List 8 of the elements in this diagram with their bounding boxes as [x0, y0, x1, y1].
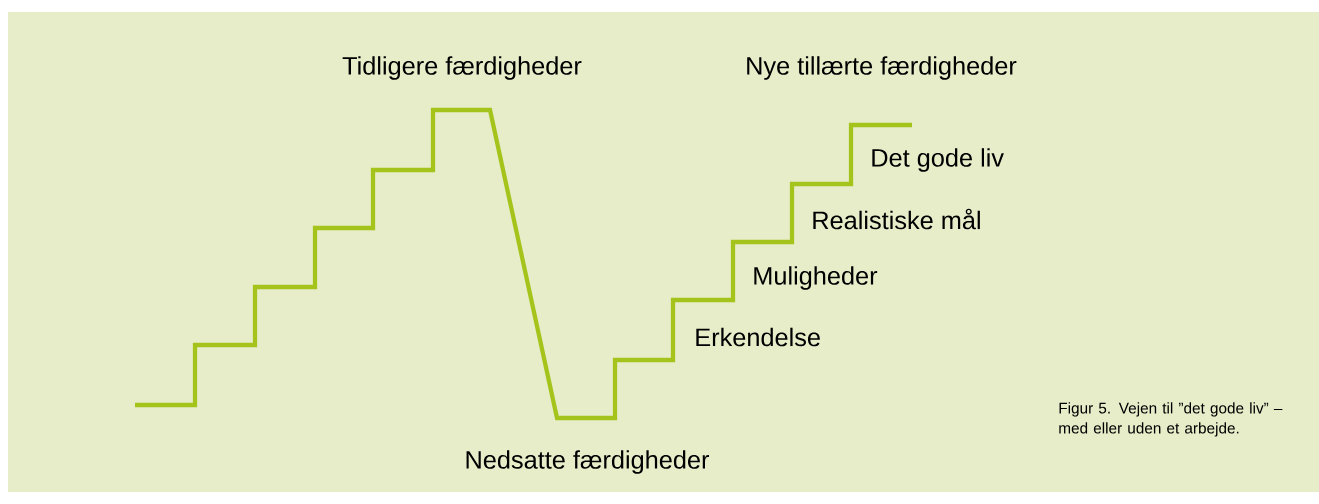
step-label: Realistiske mål	[813, 208, 980, 230]
step-label: Nye tillærte færdigheder	[747, 56, 1017, 80]
step-label: Tidligere færdigheder	[342, 56, 582, 80]
step-label: Nedsatte færdigheder	[466, 450, 710, 474]
step-label: Erkendelse	[696, 327, 820, 347]
step-label: Muligheder	[754, 266, 878, 290]
step-label: Det gode liv	[872, 148, 1004, 172]
figure-caption: Figur 5. Vejen til ”det gode liv” – med eller uden et arbejde.	[1059, 402, 1283, 437]
